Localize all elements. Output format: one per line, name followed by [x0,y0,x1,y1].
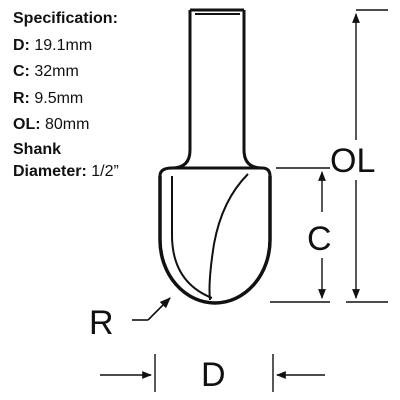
r-leader-diagonal [147,297,171,321]
spec-label-diameter: Diameter: [13,162,87,180]
spec-value-shank-diameter: 1/2” [91,162,119,180]
spec-row-ol: OL: 80mm [13,112,163,139]
cutter-inner-line [171,176,213,299]
shank [188,8,246,150]
spec-row-c: C: 32mm [13,59,163,86]
ol-label: OL [330,142,375,180]
specification-panel: Specification: D: 19.1mm C: 32mm R: 9.5m… [13,6,163,183]
fillet-right [242,149,263,170]
r-label: R [89,304,114,342]
cutter-outline [158,176,272,305]
c-dimension [270,167,330,303]
spec-value-d: 19.1mm [34,36,93,54]
spec-label-shank: Shank [13,140,62,158]
spec-value-ol: 80mm [45,116,90,133]
cutter-corner-left [158,166,173,177]
spec-row-r: R: 9.5mm [13,86,163,113]
spec-label-c: C: [13,63,30,80]
cutter-corner-right [261,166,272,177]
spec-row-d: D: 19.1mm [13,33,163,60]
cutter-body [158,166,272,305]
d-dimension [100,354,325,392]
ol-dimension [346,9,388,303]
cutting-edge-curve [208,173,249,301]
specification-heading: Specification: [13,10,118,27]
spec-label-r: R: [13,89,30,107]
r-leader [132,297,171,321]
spec-value-r: 9.5mm [34,89,84,107]
c-label: C [307,220,332,258]
spec-label-ol: OL: [13,116,41,133]
spec-row-shank-diameter: Diameter: 1/2” [13,161,163,183]
spec-value-c: 32mm [34,63,79,80]
d-label: D [201,356,226,394]
fillet-left [171,149,192,170]
shank-fillets [171,149,263,170]
spec-label-d: D: [13,36,30,54]
